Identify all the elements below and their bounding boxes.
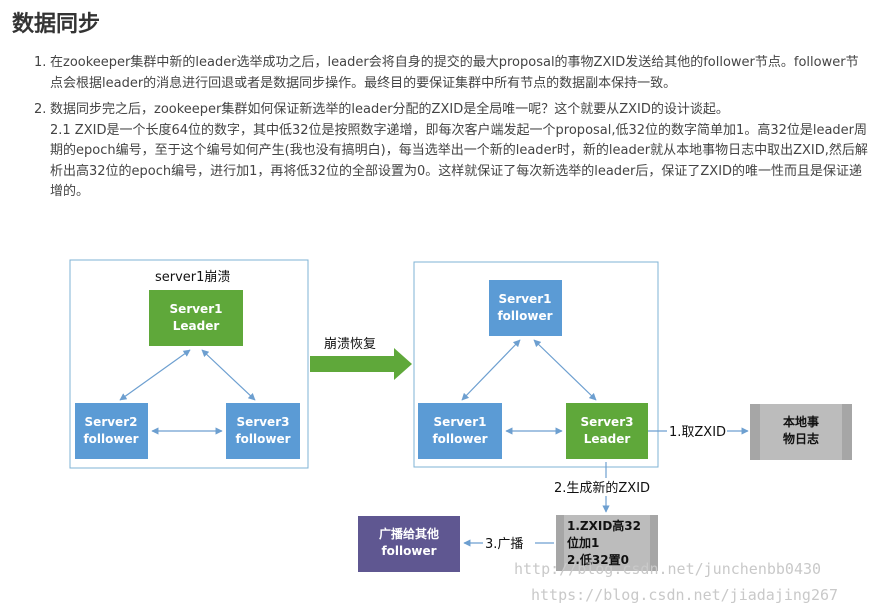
watermark-1: http://blog.csdn.net/junchenbb0430 — [514, 560, 821, 578]
right-server3-box — [566, 403, 648, 459]
right-server1-top-name: Server1 — [499, 292, 552, 306]
right-server1-role: follower — [432, 432, 487, 446]
right-arrow-3-top — [533, 339, 597, 401]
watermark-2: https://blog.csdn.net/jiadajing267 — [531, 586, 838, 604]
transition-label: 崩溃恢复 — [324, 337, 376, 352]
process-box-line2: 位加1 — [567, 535, 599, 550]
generate-label: 2.生成新的ZXID — [554, 480, 650, 496]
broadcast-label: 3.广播 — [485, 537, 523, 552]
list-item-2: 2. 数据同步完之后，zookeeper集群如何保证新选举的leader分配的Z… — [34, 100, 870, 203]
list-item-1: 1. 在zookeeper集群中新的leader选举成功之后，leader会将自… — [34, 53, 870, 94]
transition-arrow — [310, 348, 412, 380]
left-frame — [69, 259, 309, 469]
left-server1-box — [149, 290, 243, 346]
left-server2-name: Server2 — [85, 415, 138, 429]
process-box-inner — [564, 515, 650, 571]
fetch-label: 1.取ZXID — [669, 425, 726, 440]
right-arrow-1-top — [461, 339, 521, 401]
left-server2-box — [75, 403, 148, 459]
broadcast-box-line1: 广播给其他 — [379, 526, 439, 541]
left-server3-role: follower — [235, 432, 290, 446]
log-box-inner — [760, 404, 842, 460]
process-box-line3: 2.低32置0 — [567, 552, 629, 567]
list-text: 在zookeeper集群中新的leader选举成功之后，leader会将自身的提… — [50, 55, 859, 91]
fetch-label-bg — [667, 421, 727, 441]
left-server3-box — [226, 403, 300, 459]
right-server1-top-role: follower — [497, 309, 552, 323]
left-server1-role: Leader — [173, 319, 220, 333]
right-frame — [413, 261, 659, 468]
right-server1-box — [418, 403, 502, 459]
broadcast-box — [358, 516, 460, 572]
list-subtext: 2.1 ZXID是一个长度64位的数字，其中低32位是按照数字递增，即每次客户端… — [50, 122, 868, 200]
log-box-line2: 物日志 — [783, 431, 819, 446]
left-server3-name: Server3 — [237, 415, 290, 429]
right-server3-name: Server3 — [581, 415, 634, 429]
left-arrow-2-1 — [119, 349, 191, 401]
left-arrow-3-1 — [201, 349, 256, 401]
broadcast-label-bg — [483, 534, 535, 552]
content-list: 1. 在zookeeper集群中新的leader选举成功之后，leader会将自… — [34, 53, 870, 209]
list-number: 2. — [34, 102, 47, 117]
left-caption: server1崩溃 — [155, 270, 230, 285]
right-server1-name: Server1 — [434, 415, 487, 429]
page-title: 数据同步 — [12, 12, 101, 37]
broadcast-box-line2: follower — [381, 544, 436, 558]
list-number: 1. — [34, 55, 47, 70]
left-server2-role: follower — [83, 432, 138, 446]
log-box-line1: 本地事 — [783, 414, 819, 429]
process-box-line1: 1.ZXID高32 — [567, 518, 641, 533]
right-server1-top-box — [489, 280, 562, 336]
left-server1-name: Server1 — [170, 302, 223, 316]
list-text: 数据同步完之后，zookeeper集群如何保证新选举的leader分配的ZXID… — [50, 102, 729, 117]
generate-label-bg — [552, 478, 660, 496]
right-server3-role: Leader — [584, 432, 631, 446]
